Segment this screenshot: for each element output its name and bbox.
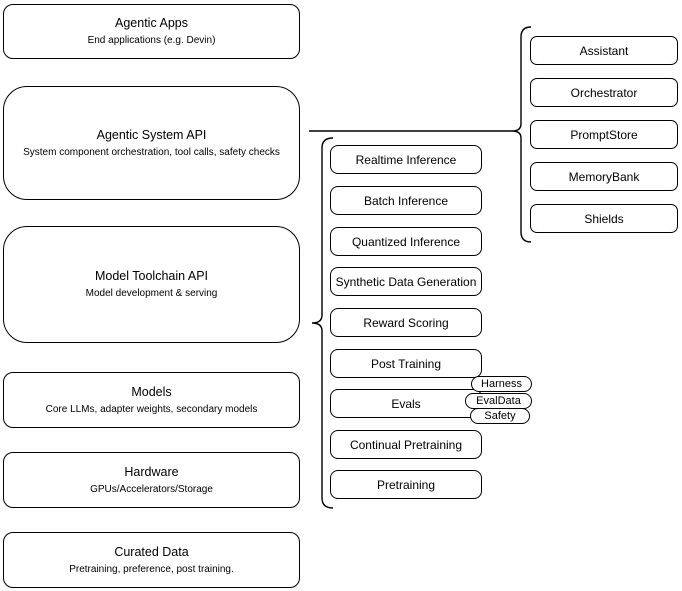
badge-harness: Harness — [471, 376, 532, 392]
node-memorybank: MemoryBank — [530, 162, 678, 191]
badge-safety: Safety — [470, 408, 530, 424]
system-curly-brace — [511, 26, 532, 243]
node-synthetic-data-generation: Synthetic Data Generation — [330, 267, 482, 296]
node-subtitle: Model development & serving — [85, 288, 218, 299]
node-subtitle: GPUs/Accelerators/Storage — [90, 483, 213, 495]
node-title: Agentic Apps — [115, 16, 188, 30]
node-agentic-apps: Agentic Apps End applications (e.g. Devi… — [3, 4, 300, 59]
node-models: Models Core LLMs, adapter weights, secon… — [3, 372, 300, 428]
node-title: Hardware — [124, 464, 179, 479]
node-shields: Shields — [530, 204, 678, 233]
node-batch-inference: Batch Inference — [330, 186, 482, 215]
node-orchestrator: Orchestrator — [530, 78, 678, 107]
node-hardware: Hardware GPUs/Accelerators/Storage — [3, 452, 300, 508]
node-realtime-inference: Realtime Inference — [330, 145, 482, 174]
node-agentic-system-api: Agentic System API System component orch… — [3, 86, 300, 200]
node-assistant: Assistant — [530, 36, 678, 65]
node-title: Curated Data — [114, 544, 189, 559]
node-subtitle: Pretraining, preference, post training. — [69, 563, 234, 575]
node-curated-data: Curated Data Pretraining, preference, po… — [3, 532, 300, 588]
node-title: Agentic System API — [96, 127, 207, 142]
node-reward-scoring: Reward Scoring — [330, 308, 482, 337]
node-subtitle: Core LLMs, adapter weights, secondary mo… — [45, 403, 258, 415]
node-title: Models — [131, 384, 172, 399]
node-model-toolchain-api: Model Toolchain API Model development & … — [3, 226, 300, 343]
node-subtitle: End applications (e.g. Devin) — [87, 35, 216, 46]
node-quantized-inference: Quantized Inference — [330, 227, 482, 256]
badge-evaldata: EvalData — [465, 393, 532, 409]
node-title: Model Toolchain API — [94, 269, 209, 283]
node-evals: Evals — [330, 389, 482, 418]
node-post-training: Post Training — [330, 349, 482, 378]
node-promptstore: PromptStore — [530, 120, 678, 149]
node-pretraining: Pretraining — [330, 470, 482, 499]
node-subtitle: System component orchestration, tool cal… — [23, 146, 280, 158]
node-continual-pretraining: Continual Pretraining — [330, 430, 482, 459]
